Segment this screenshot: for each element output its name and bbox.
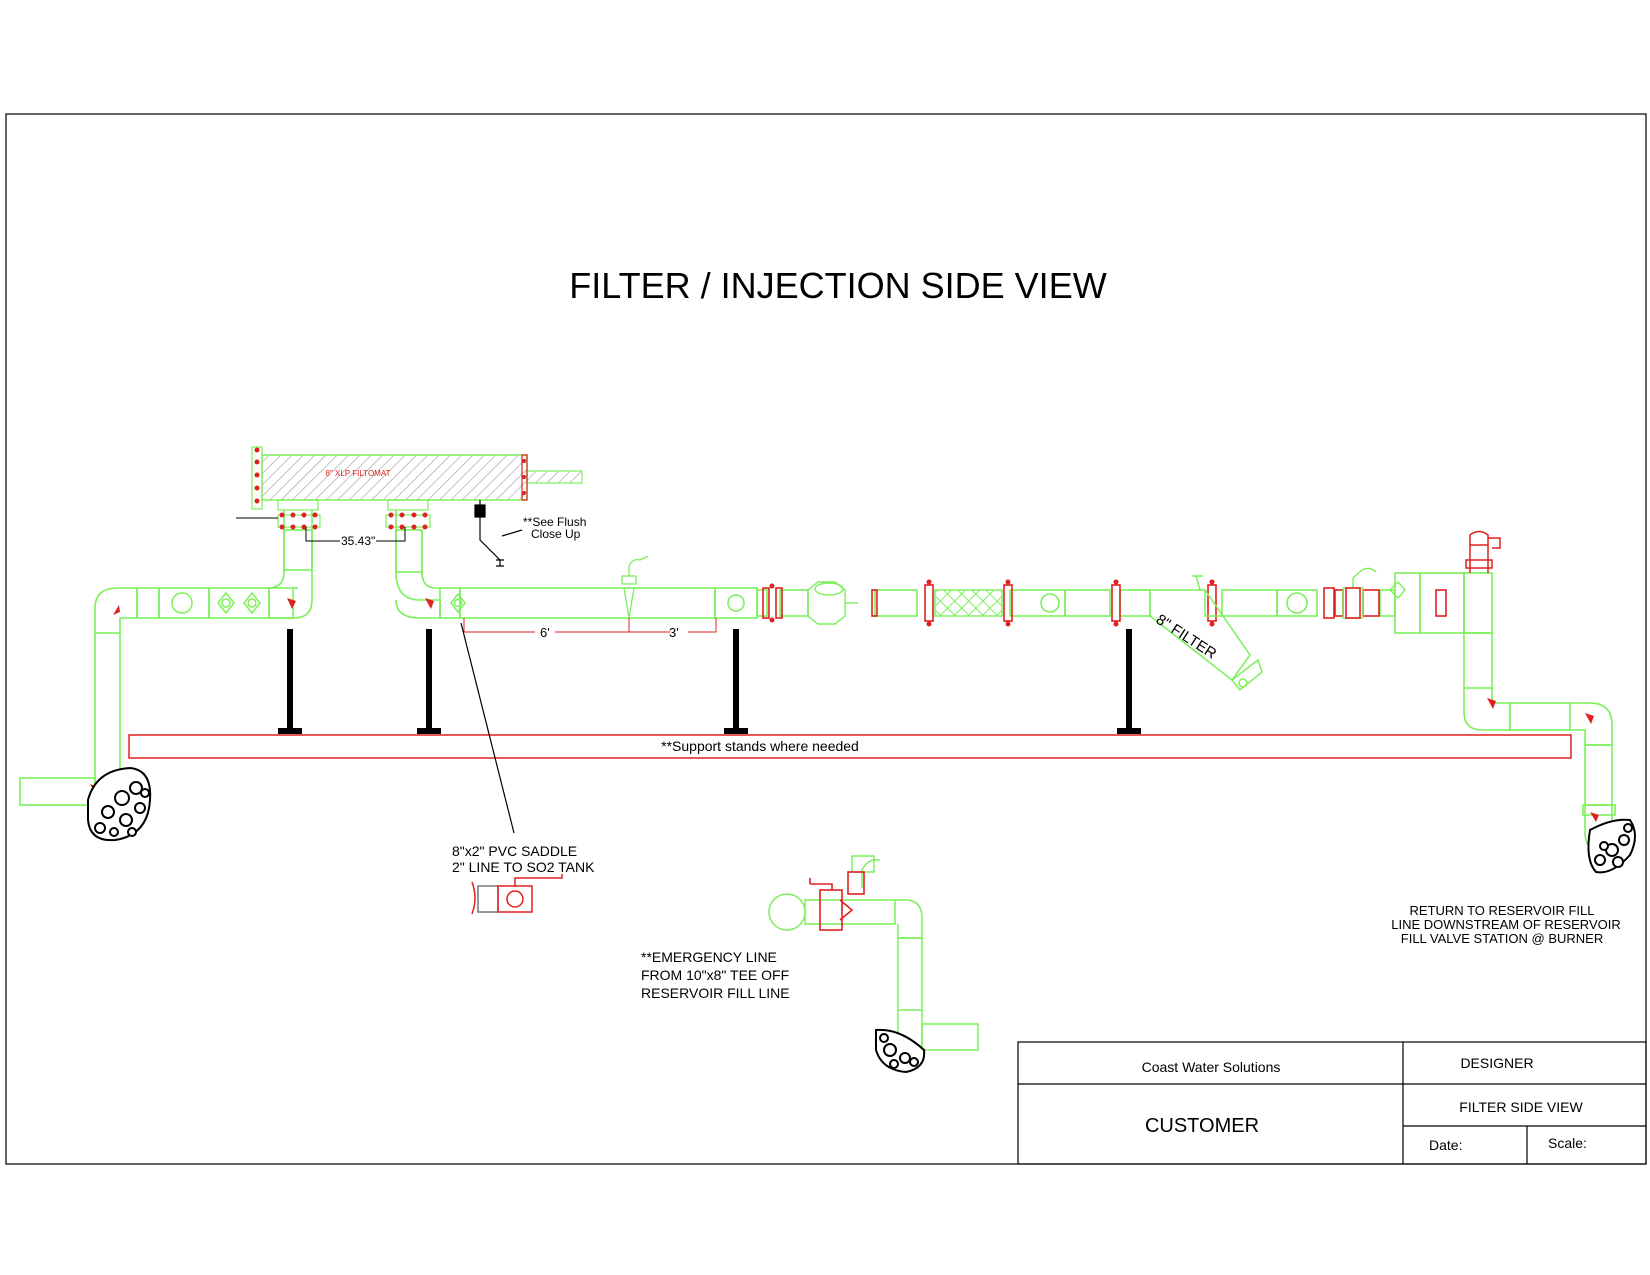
title-block-date: Date:: [1429, 1137, 1462, 1153]
return-label-line1: RETURN TO RESERVOIR FILL: [1410, 903, 1595, 918]
dimension-spacing: [305, 527, 406, 542]
return-label-line3: FILL VALVE STATION @ BURNER: [1401, 931, 1603, 946]
flush-note-line1: **See Flush: [523, 515, 586, 529]
emergency-label-line3: RESERVOIR FILL LINE: [641, 985, 790, 1001]
dimension-6ft-label: 6': [540, 625, 550, 640]
title-block-customer: CUSTOMER: [1145, 1115, 1259, 1137]
main-piping: [19, 510, 1616, 851]
flow-arrows: [90, 598, 1599, 822]
page-title: FILTER / INJECTION SIDE VIEW: [569, 265, 1106, 306]
dimension-6-3: [463, 618, 717, 633]
filtomat-unit: [236, 446, 583, 567]
saddle-ball-valve: [471, 874, 563, 915]
rock-pile: [1587, 818, 1636, 874]
support-label: **Support stands where needed: [661, 738, 859, 754]
support-stand: [1117, 629, 1141, 734]
support-stand: [724, 629, 748, 734]
filter-label: 8" FILTER: [1153, 611, 1220, 663]
title-block-designer: DESIGNER: [1460, 1055, 1533, 1071]
support-stands: [278, 629, 1141, 734]
saddle-label-line2: 2" LINE TO SO2 TANK: [452, 859, 595, 875]
air-release-valve: [1465, 530, 1501, 573]
title-block-company: Coast Water Solutions: [1142, 1059, 1281, 1075]
title-block-sheet-name: FILTER SIDE VIEW: [1459, 1099, 1583, 1115]
red-valve-body: [1323, 587, 1361, 619]
support-stand: [417, 629, 441, 734]
flex-coupler: [934, 589, 1003, 617]
title-block-scale: Scale:: [1548, 1135, 1587, 1151]
emergency-label-line1: **EMERGENCY LINE: [641, 949, 777, 965]
support-stand: [278, 629, 302, 734]
title-block: [1017, 1041, 1647, 1165]
drawing-border: [5, 113, 1647, 1165]
injection-valve: [621, 555, 649, 619]
emergency-label-line2: FROM 10"x8" TEE OFF: [641, 967, 789, 983]
y-filter: [1130, 575, 1263, 692]
rock-pile: [875, 1028, 926, 1074]
saddle-leader: [460, 622, 515, 834]
saddle-label-line1: 8"x2" PVC SADDLE: [452, 843, 577, 859]
inline-valves: [171, 591, 466, 615]
filtomat-label: 8" XLP FILTOMAT: [326, 469, 391, 478]
support-beam: [128, 734, 1572, 759]
return-label-line2: LINE DOWNSTREAM OF RESERVOIR: [1391, 917, 1620, 932]
flange-bolts: [769, 579, 1215, 627]
dimension-3ft-label: 3': [669, 625, 679, 640]
flush-note-line2: Close Up: [531, 527, 581, 541]
check-valve: [807, 581, 858, 625]
emergency-piping: [768, 855, 979, 1051]
emergency-valves: [809, 871, 865, 931]
dimension-spacing-label: 35.43": [341, 534, 375, 548]
rock-pile: [87, 766, 152, 842]
